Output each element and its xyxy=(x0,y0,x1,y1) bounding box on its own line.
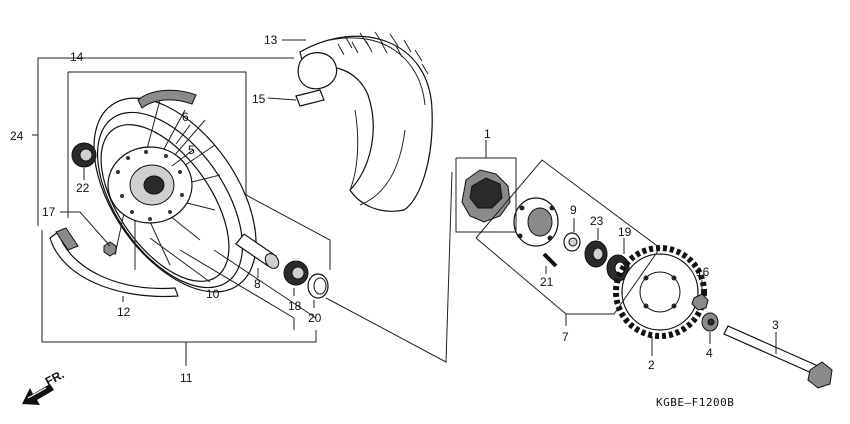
label-2: 2 xyxy=(648,358,655,372)
final-driven-sprocket xyxy=(613,245,707,339)
tire xyxy=(299,31,433,212)
label-22: 22 xyxy=(76,181,90,195)
label-7: 7 xyxy=(562,330,569,344)
oil-seal xyxy=(307,273,329,299)
rear-wheel-damper xyxy=(461,169,511,223)
stud-bolt xyxy=(542,252,558,268)
label-16: 16 xyxy=(696,265,710,279)
diagram-code: KGBE—F1200B xyxy=(656,396,734,409)
direction-label: FR. xyxy=(43,367,67,388)
label-10: 10 xyxy=(206,287,220,301)
front-direction-arrow-icon xyxy=(22,384,54,405)
label-1: 1 xyxy=(484,127,491,141)
label-15: 15 xyxy=(252,92,266,106)
inner-tube xyxy=(295,52,338,107)
rim-band xyxy=(137,89,197,109)
label-11: 11 xyxy=(180,371,193,385)
label-20: 20 xyxy=(308,311,322,325)
side-collar xyxy=(701,312,719,332)
part-labels: 1 2 3 4 5 6 7 8 9 10 11 12 13 14 15 16 1… xyxy=(10,33,779,385)
bearing-23 xyxy=(584,240,608,268)
label-3: 3 xyxy=(772,318,779,332)
label-9: 9 xyxy=(570,203,577,217)
label-12: 12 xyxy=(117,305,131,319)
label-23: 23 xyxy=(590,214,604,228)
rear-axle xyxy=(723,325,833,389)
label-5: 5 xyxy=(188,143,195,157)
sprocket-nut xyxy=(691,293,709,311)
label-17: 17 xyxy=(42,205,56,219)
label-6: 6 xyxy=(182,110,189,124)
label-19: 19 xyxy=(618,225,632,239)
oil-seal-19 xyxy=(606,254,630,282)
axle-collar xyxy=(235,233,280,269)
wheel-hub xyxy=(107,146,193,224)
leader-lines xyxy=(32,39,777,366)
label-18: 18 xyxy=(288,299,302,313)
driven-flange xyxy=(513,197,559,247)
bearing-22 xyxy=(71,142,97,168)
flange-collar xyxy=(563,232,581,252)
label-14: 14 xyxy=(70,50,84,64)
label-24: 24 xyxy=(10,129,24,143)
valve-nut xyxy=(103,241,117,257)
label-21: 21 xyxy=(540,275,554,289)
label-8: 8 xyxy=(254,277,261,291)
bearing-18 xyxy=(283,260,309,286)
label-13: 13 xyxy=(264,33,278,47)
rim-strip xyxy=(49,227,179,298)
label-4: 4 xyxy=(706,346,713,360)
